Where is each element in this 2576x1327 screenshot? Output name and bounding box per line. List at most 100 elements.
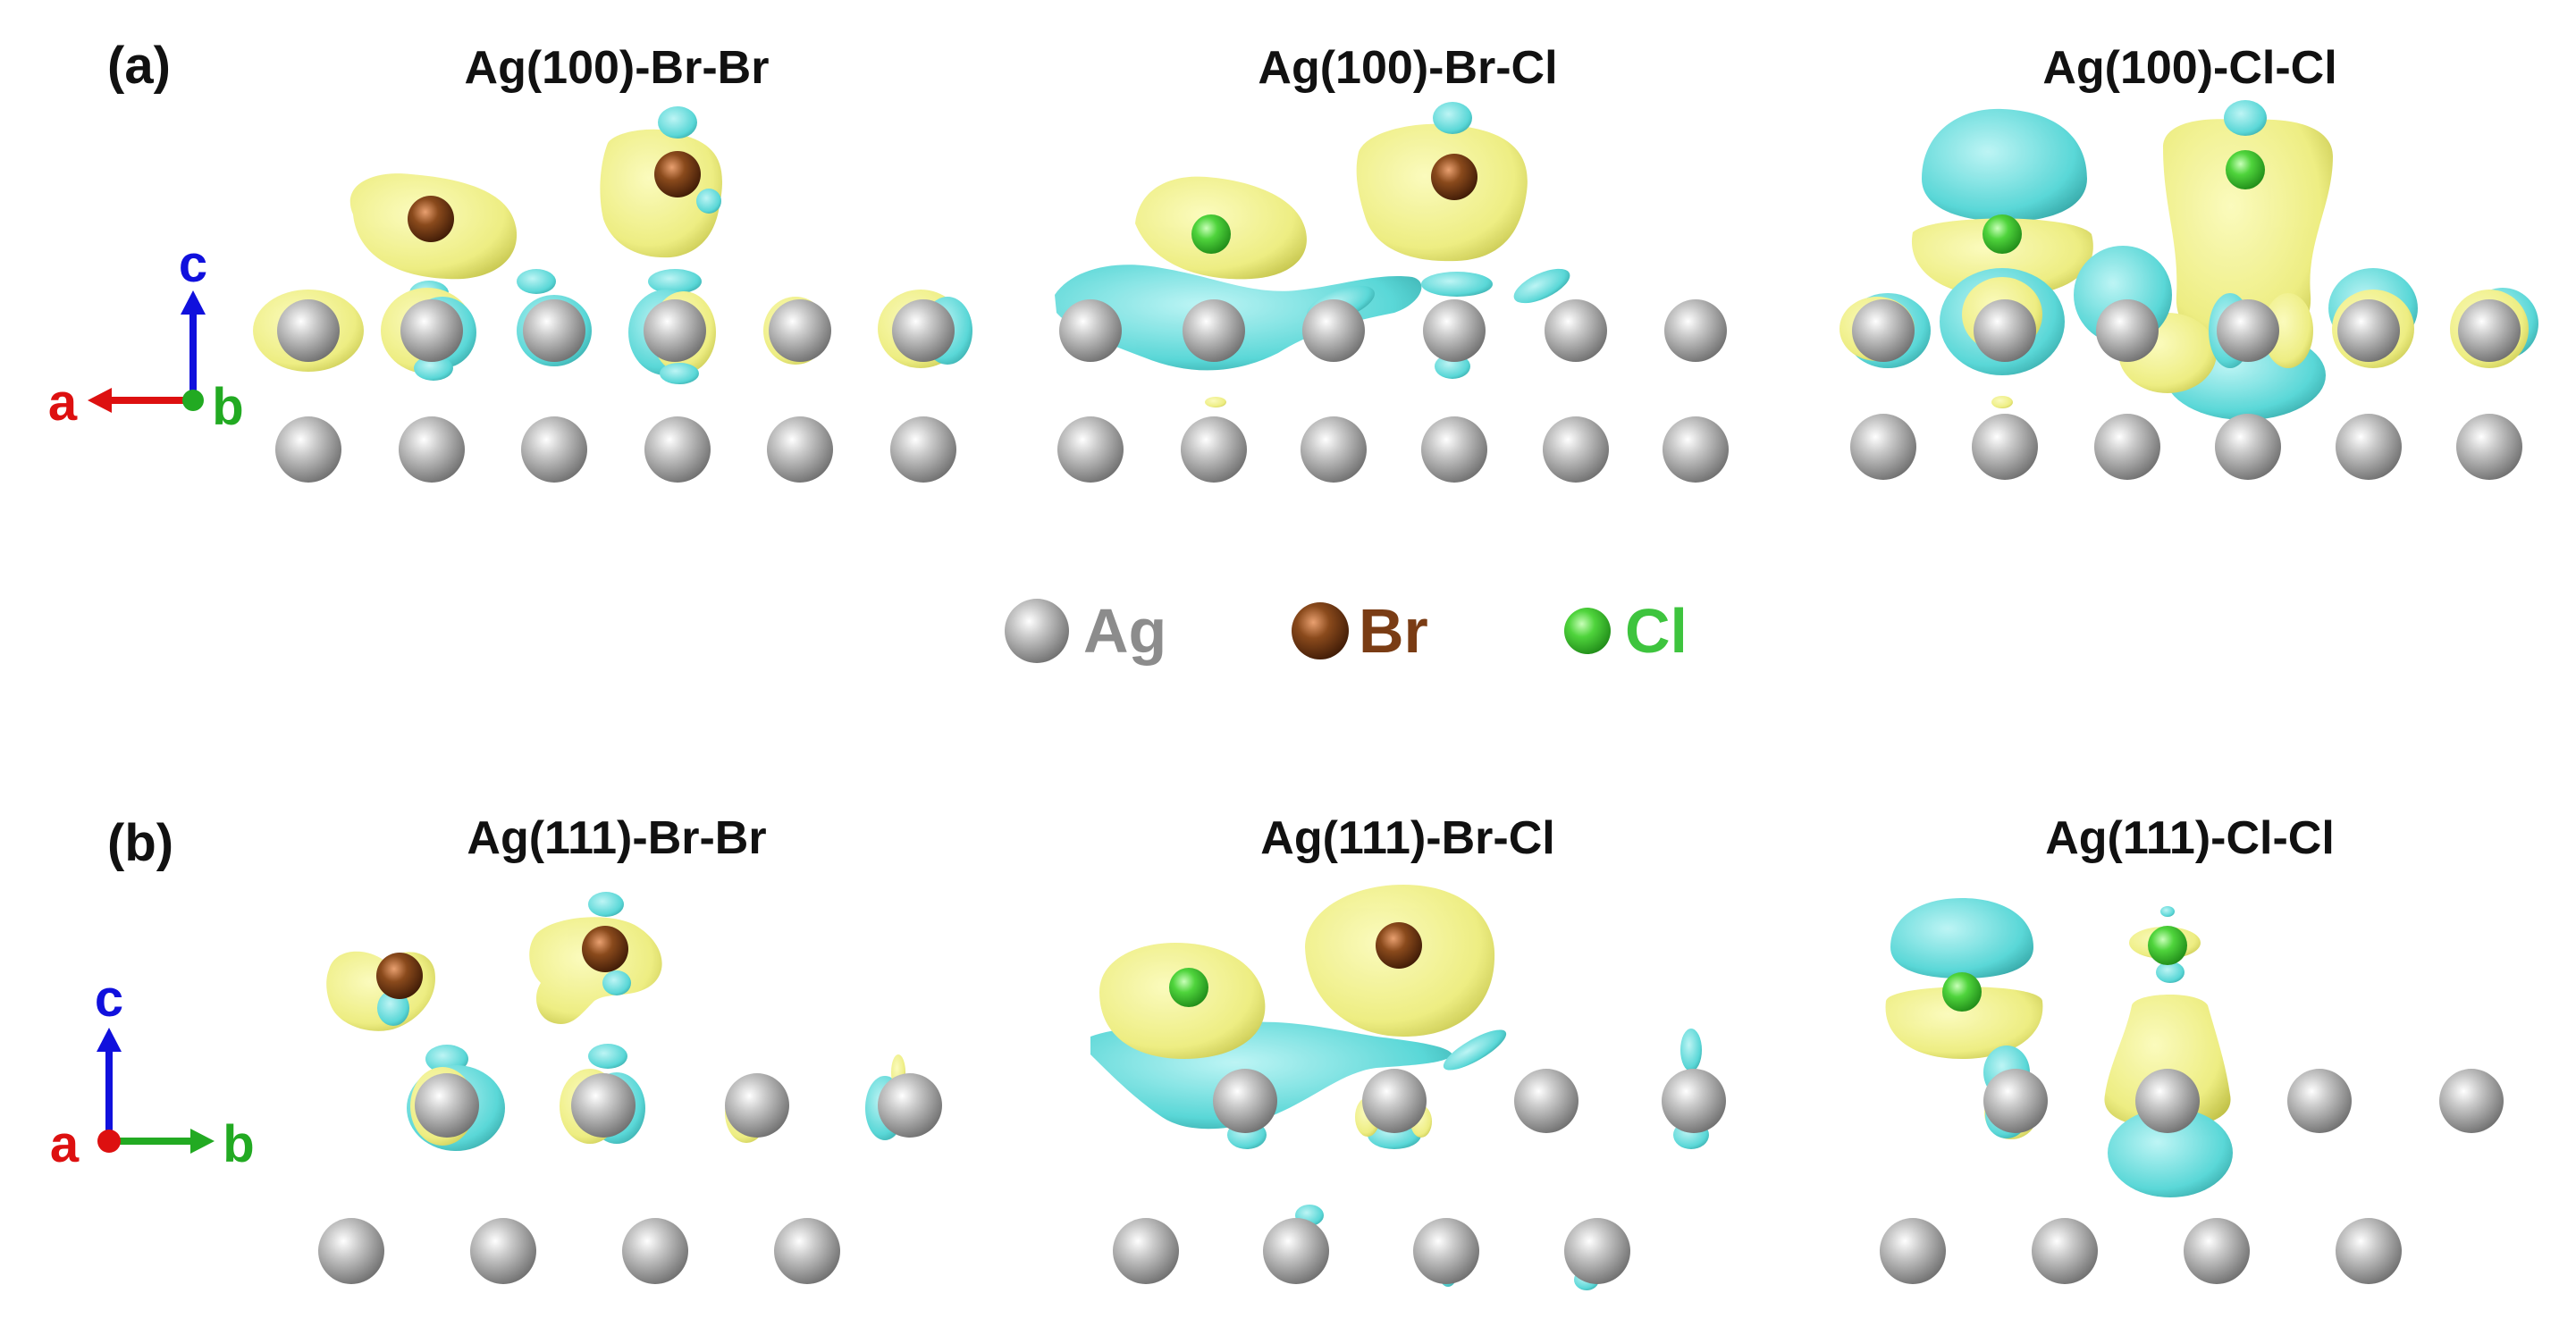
title-ag100-br-cl: Ag(100)-Br-Cl <box>1258 42 1557 94</box>
ag-atom <box>2458 299 2521 362</box>
title-ag111-br-cl: Ag(111)-Br-Cl <box>1260 812 1554 864</box>
ag-atom <box>2135 1069 2200 1133</box>
ag-atom <box>2215 414 2281 480</box>
charge-depletion-lobe <box>658 106 697 139</box>
panel-label-b: (b) <box>107 814 173 872</box>
ag-atom <box>622 1218 688 1284</box>
br-atom <box>654 151 701 197</box>
br-atom <box>408 196 454 242</box>
structure-ag111-br-cl <box>1090 885 1726 1290</box>
ag-atom <box>2096 299 2159 362</box>
structure-ag111-br-br <box>318 892 942 1284</box>
charge-depletion-lobe <box>1443 1029 1507 1071</box>
axis-b-dot-a <box>182 390 204 411</box>
axis-b-label-a: b <box>212 378 243 436</box>
ag-atom <box>318 1218 384 1284</box>
ag-atom <box>1181 416 1247 483</box>
ag-atom <box>400 299 463 362</box>
axis-c-arrowhead-a <box>181 290 206 315</box>
isosurfaces-ag100-br-cl <box>1055 102 1570 407</box>
ag-atom <box>767 416 833 483</box>
ag-atom <box>774 1218 840 1284</box>
charge-depletion-lobe <box>1433 102 1472 134</box>
br-atom <box>376 953 423 999</box>
ag-atom <box>1852 299 1915 362</box>
ag-atom <box>892 299 955 362</box>
ag-atom <box>2336 1218 2402 1284</box>
ag-atom <box>521 416 587 483</box>
title-ag111-cl-cl: Ag(111)-Cl-Cl <box>2045 812 2335 864</box>
legend-cl-label: Cl <box>1625 596 1688 666</box>
cl-atom <box>1169 968 1208 1007</box>
charge-depletion-lobe <box>414 356 453 381</box>
element-legend: Ag Br Cl <box>1005 596 1688 666</box>
ag-atom <box>1213 1069 1277 1133</box>
ag-atom <box>2337 299 2400 362</box>
ag-atom <box>1514 1069 1578 1133</box>
ag-atom <box>523 299 585 362</box>
ag-atom <box>1423 299 1486 362</box>
charge-depletion-lobe <box>588 892 624 917</box>
charge-accumulation-lobe <box>2104 994 2231 1128</box>
ag-atom <box>1302 299 1365 362</box>
legend-ag-ball <box>1005 599 1069 663</box>
ag-surface-layer <box>1852 299 2521 362</box>
ag-surface-layer <box>1059 299 1727 362</box>
panel-label-a: (a) <box>107 37 171 95</box>
ag-atom <box>1662 1069 1726 1133</box>
ag-subsurface-layer <box>1880 1218 2402 1284</box>
charge-depletion-lobe <box>696 189 721 214</box>
ag-atom <box>2032 1218 2098 1284</box>
axis-c-label-b: c <box>95 970 123 1028</box>
charge-depletion-lobe <box>1922 108 2087 222</box>
ag-atom <box>2287 1069 2352 1133</box>
axis-b-label-b: b <box>223 1115 254 1173</box>
ag-atom <box>415 1073 479 1138</box>
charge-depletion-lobe <box>2156 962 2185 983</box>
charge-depletion-lobe <box>1890 898 2033 978</box>
charge-accumulation-lobe <box>1885 987 2043 1059</box>
ag-surface-layer <box>277 299 955 362</box>
ag-atom <box>2184 1218 2250 1284</box>
ag-surface-layer <box>1213 1069 1726 1133</box>
legend-br-label: Br <box>1359 596 1428 666</box>
ag-atom <box>1983 1069 2048 1133</box>
ag-atom <box>470 1218 536 1284</box>
charge-depletion-lobe <box>1680 1029 1702 1071</box>
legend-br-ball <box>1292 602 1349 659</box>
ag-atom <box>1543 416 1609 483</box>
ag-subsurface-layer <box>275 416 956 483</box>
ag-subsurface-layer <box>318 1218 840 1284</box>
ag-atom <box>2094 414 2160 480</box>
cl-atom <box>2148 926 2187 965</box>
ag-atom <box>277 299 340 362</box>
br-atom <box>1431 154 1477 200</box>
structure-ag100-cl-cl <box>1839 100 2538 480</box>
ag-atom <box>2336 414 2402 480</box>
charge-depletion-lobe <box>648 269 702 294</box>
cl-atom <box>1942 972 1982 1012</box>
ag-atom <box>571 1073 636 1138</box>
isosurfaces-ag100-cl-cl <box>1839 100 2538 420</box>
ag-atom <box>1059 299 1122 362</box>
ag-atom <box>878 1073 942 1138</box>
charge-accumulation-lobe <box>2163 119 2333 349</box>
ag-atom <box>1974 299 2036 362</box>
ag-atom <box>1263 1218 1329 1284</box>
axis-c-label-a: c <box>179 235 207 293</box>
charge-accumulation-lobe <box>529 917 662 1024</box>
ag-atom <box>1545 299 1607 362</box>
ag-atom <box>725 1073 789 1138</box>
title-ag100-cl-cl: Ag(100)-Cl-Cl <box>2042 42 2336 94</box>
cl-atom <box>1983 214 2022 254</box>
ag-atom <box>2439 1069 2504 1133</box>
isosurfaces-ag100-br-br <box>253 106 972 384</box>
charge-depletion-lobe <box>2160 906 2175 917</box>
axis-a-label-b: a <box>50 1115 80 1173</box>
br-atom <box>582 926 628 972</box>
charge-depletion-lobe <box>1513 268 1570 304</box>
charge-depletion-lobe <box>1421 272 1493 297</box>
ag-atom <box>1850 414 1916 480</box>
ag-atom <box>1362 1069 1427 1133</box>
